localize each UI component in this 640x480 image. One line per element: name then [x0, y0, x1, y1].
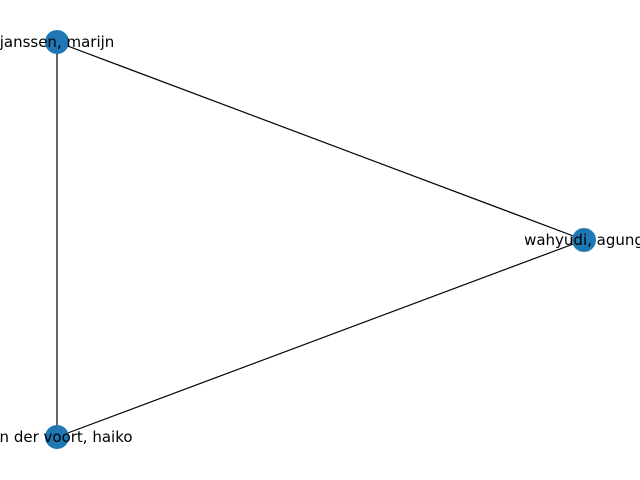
node-label-wahyudi: wahyudi, agung [524, 231, 640, 249]
node-janssen [45, 30, 69, 54]
edges-layer [56, 41, 585, 438]
node-label-vandervoort: van der voort, haiko [0, 428, 133, 446]
node-label-janssen: janssen, marijn [0, 33, 114, 51]
node-wahyudi [572, 228, 596, 252]
edge-vandervoort-wahyudi [56, 239, 585, 438]
edge-janssen-wahyudi [56, 41, 585, 241]
node-vandervoort [45, 425, 69, 449]
labels-layer: janssen, marijn wahyudi, agung van der v… [0, 33, 640, 446]
nodes-layer [45, 30, 596, 449]
